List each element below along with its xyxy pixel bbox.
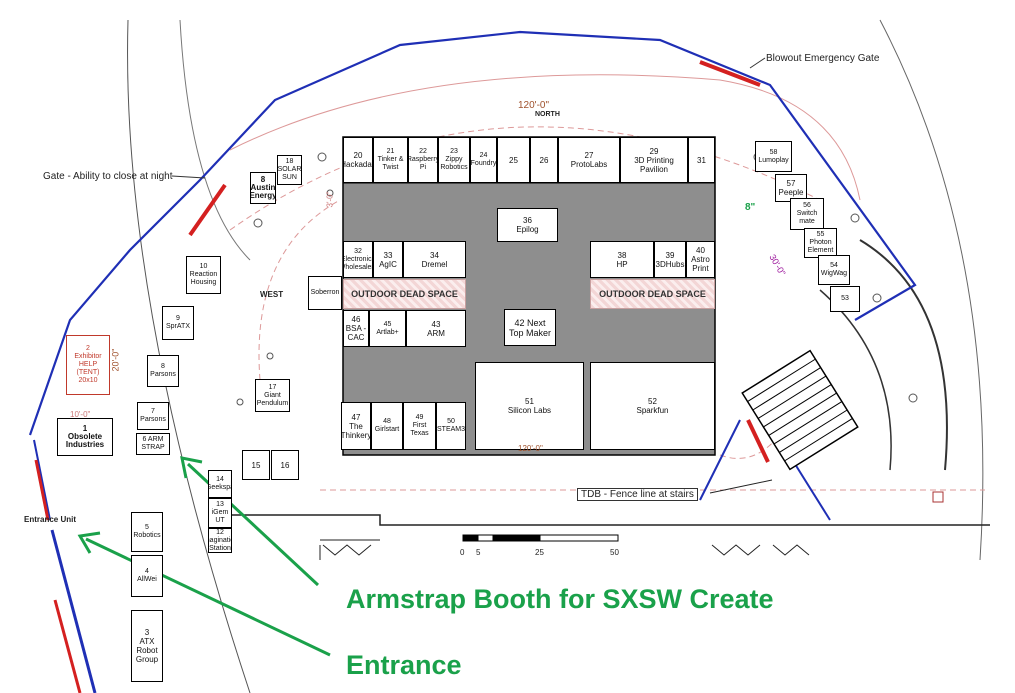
booth-56[interactable]: 56 Switch mate: [790, 198, 824, 230]
booth-4[interactable]: 4 AllWei: [131, 555, 163, 597]
booth-42[interactable]: 42 Next Top Maker: [504, 309, 556, 346]
annotation-arrows: [77, 456, 331, 657]
dimension-top: 120'-0": [518, 100, 550, 111]
booth-33[interactable]: 33 AgIC: [373, 241, 403, 278]
booth-3[interactable]: 3 ATX Robot Group: [131, 610, 163, 682]
booth-16[interactable]: 16: [271, 450, 299, 480]
blowout-gate-marker: [699, 60, 761, 87]
booth-40[interactable]: 40 Astro Print: [686, 241, 715, 278]
booth-39[interactable]: 39 3DHubs: [654, 241, 686, 278]
booth-24[interactable]: 24 Foundry: [470, 137, 497, 183]
corner-post: [932, 491, 944, 503]
leader-blowout: [749, 57, 766, 69]
blowout-gate-label: Blowout Emergency Gate: [766, 53, 880, 64]
entrance-annotation: Entrance: [346, 650, 462, 680]
entrance-unit-label: Entrance Unit: [24, 515, 77, 524]
night-gate-label: Gate - Ability to close at night: [43, 171, 173, 182]
booth-55[interactable]: 55 Photon Element: [804, 228, 837, 258]
dimension-bottom: 120'-0": [518, 444, 543, 453]
booth-27[interactable]: 27 ProtoLabs: [558, 137, 620, 183]
fence-left-lower: [33, 439, 51, 521]
booth-5[interactable]: 5 Robotics: [131, 512, 163, 552]
booth-20[interactable]: 20 Hackaday: [343, 137, 373, 183]
entrance-red-b: [53, 599, 82, 693]
scale-tick-5: 5: [476, 548, 481, 557]
booth-8-parsons[interactable]: 8 Parsons: [147, 355, 179, 387]
booth-58[interactable]: 58 Lumoplay: [755, 141, 792, 172]
fence-line-label: TDB - Fence line at stairs: [577, 488, 698, 501]
booth-51[interactable]: 51 Silicon Labs: [475, 362, 584, 450]
booth-17[interactable]: 17 Giant Pendulum: [255, 379, 290, 412]
outer-arc-right: [879, 19, 984, 561]
dimension-left-vertical: 20'-0": [110, 348, 121, 372]
booth-26[interactable]: 26: [530, 137, 558, 183]
booth-49[interactable]: 49 First Texas: [403, 402, 436, 450]
booth-31[interactable]: 31: [688, 137, 715, 183]
south-wall: [220, 514, 990, 526]
booth-34[interactable]: 34 Dremel: [403, 241, 466, 278]
scale-tick-25: 25: [535, 548, 544, 557]
door-symbol-left: [319, 544, 372, 560]
booth-7[interactable]: 7 Parsons: [137, 402, 169, 430]
booth-22[interactable]: 22 Raspberry Pi: [408, 137, 438, 183]
armstrap-annotation: Armstrap Booth for SXSW Create: [346, 584, 774, 614]
booth-29[interactable]: 29 3D Printing Pavilion: [620, 137, 688, 183]
stair-arc: [859, 239, 948, 471]
booth-21[interactable]: 21 Tinker & Twist: [373, 137, 408, 183]
booth-18[interactable]: 18 SOLAR SUN: [277, 155, 302, 185]
dim-arc: [229, 126, 821, 231]
outer-arc-left: [127, 19, 251, 693]
booth-soberron[interactable]: Soberron: [308, 276, 342, 310]
booth-43[interactable]: 43 ARM: [406, 310, 466, 347]
booth-8-austin-energy[interactable]: 8 Austin Energy: [250, 172, 276, 204]
stairs: [741, 349, 859, 471]
booth-12[interactable]: 12 Imagination Station: [208, 528, 232, 553]
booth-53[interactable]: 53: [830, 286, 860, 312]
outdoor-dead-space-left: OUTDOOR DEAD SPACE: [343, 279, 466, 309]
booth-9[interactable]: 9 SprATX: [162, 306, 194, 340]
booth-23[interactable]: 23 Zippy Robotics: [438, 137, 470, 183]
booth-46[interactable]: 46 BSA - CAC: [343, 310, 369, 347]
booth-52[interactable]: 52 Sparkfun: [590, 362, 715, 450]
dim-arc-top: [229, 74, 861, 201]
outdoor-dead-space-right: OUTDOOR DEAD SPACE: [590, 279, 715, 309]
stair-red: [746, 419, 770, 463]
dimension-vertical-mid: 3'-0": [325, 191, 335, 208]
entrance-red-a: [34, 459, 50, 521]
booth-32[interactable]: 32 Electronics Wholesalers: [343, 241, 373, 278]
booth-50[interactable]: 50 STEAM3: [436, 402, 466, 450]
scale-bar: [462, 534, 619, 542]
booth-14[interactable]: 14 Geekspa: [208, 470, 232, 498]
west-label: WEST: [260, 290, 284, 299]
entrance-fence-blue: [50, 529, 97, 693]
north-label: NORTH: [535, 111, 560, 118]
stair-fence-a: [699, 419, 741, 501]
booth-47[interactable]: 47 The Thinkery: [341, 402, 371, 450]
dim-arc-left: [258, 199, 341, 381]
door-symbol-right: [711, 544, 810, 556]
night-gate-marker: [188, 183, 227, 237]
booth-1[interactable]: 1 Obsolete Industries: [57, 418, 113, 456]
booth-45[interactable]: 45 Artlab+: [369, 310, 406, 347]
booth-2-help-tent[interactable]: 2 Exhibitor HELP (TENT) 20x10: [66, 335, 110, 395]
gate-arc: [179, 19, 251, 261]
fence-line: [28, 30, 917, 436]
scale-tick-50: 50: [610, 548, 619, 557]
fence-line-leader: [709, 479, 773, 494]
booth-6-armstrap[interactable]: 6 ARM STRAP: [136, 433, 170, 455]
booth-54[interactable]: 54 WigWag: [818, 255, 850, 285]
booth-48[interactable]: 48 Girlstart: [371, 402, 403, 450]
booth-38[interactable]: 38 HP: [590, 241, 654, 278]
booth-36[interactable]: 36 Epilog: [497, 208, 558, 242]
dimension-tent-top: 10'-0": [70, 410, 91, 419]
leader-gate: [171, 175, 206, 179]
dimension-small: 8": [745, 202, 756, 213]
scale-tick-0: 0: [460, 548, 465, 557]
booth-10[interactable]: 10 Reaction Housing: [186, 256, 221, 294]
booth-13[interactable]: 13 iGem UT: [208, 498, 232, 528]
booth-25[interactable]: 25: [497, 137, 530, 183]
booth-15[interactable]: 15: [242, 450, 270, 480]
